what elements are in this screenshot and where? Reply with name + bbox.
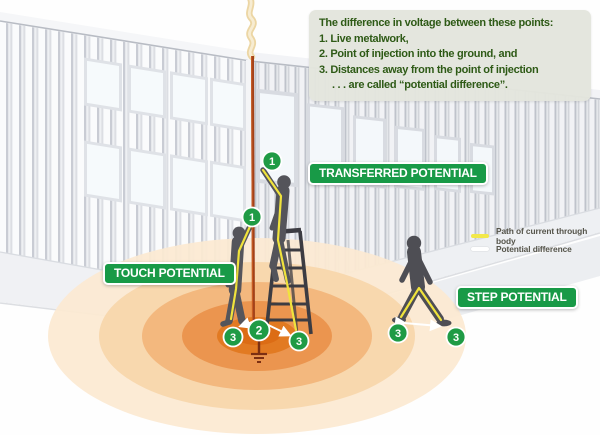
info-box: The difference in voltage between these … bbox=[309, 10, 591, 101]
info-line: 1. Live metalwork, bbox=[319, 32, 409, 45]
svg-text:2: 2 bbox=[256, 324, 263, 338]
marker-point-3b: 3 bbox=[288, 330, 310, 352]
marker-point-1a: 1 bbox=[261, 150, 283, 172]
current-path-swatch-icon bbox=[471, 233, 489, 238]
info-line: The difference in voltage between these … bbox=[319, 17, 554, 29]
current-path-touch bbox=[229, 220, 254, 321]
svg-text:3: 3 bbox=[296, 336, 302, 348]
badge-transferred-potential: TRANSFERRED POTENTIAL bbox=[308, 162, 488, 185]
info-line: 3. Distances away from the point of inje… bbox=[319, 63, 539, 76]
svg-text:3: 3 bbox=[395, 328, 401, 340]
legend-item: Path of current through body bbox=[471, 226, 600, 246]
svg-text:3: 3 bbox=[230, 332, 236, 344]
marker-point-2: 2 bbox=[247, 318, 271, 342]
point-markers: 1 1 2 3 3 3 3 bbox=[222, 150, 467, 352]
down-conductor bbox=[251, 55, 255, 332]
legend: Path of current through body Potential d… bbox=[471, 226, 600, 255]
lightning-bolt-icon bbox=[246, 0, 257, 61]
legend-item: Potential difference bbox=[471, 242, 600, 255]
legend-label: Path of current through body bbox=[496, 225, 588, 246]
svg-text:1: 1 bbox=[269, 156, 275, 168]
legend-label: Potential difference bbox=[496, 243, 572, 254]
svg-text:1: 1 bbox=[249, 212, 255, 224]
parapet-left bbox=[0, 12, 250, 62]
current-path-step bbox=[399, 286, 443, 322]
window bbox=[84, 140, 246, 223]
info-line: 2. Point of injection into the ground, a… bbox=[319, 48, 518, 60]
potential-difference-arrow bbox=[394, 316, 442, 332]
info-line: . . . are called “potential difference”. bbox=[332, 79, 508, 91]
marker-point-3a: 3 bbox=[222, 326, 244, 348]
current-path-transferred bbox=[261, 168, 298, 332]
window bbox=[84, 57, 246, 132]
marker-point-3c: 3 bbox=[387, 322, 409, 344]
marker-point-1b: 1 bbox=[241, 206, 263, 228]
svg-text:3: 3 bbox=[453, 332, 459, 344]
potential-difference-swatch-icon bbox=[471, 246, 489, 251]
left-face-windows bbox=[84, 57, 246, 223]
badge-touch-potential: TOUCH POTENTIAL bbox=[103, 262, 236, 285]
marker-point-3d: 3 bbox=[445, 326, 467, 348]
badge-step-potential: STEP POTENTIAL bbox=[456, 286, 578, 309]
